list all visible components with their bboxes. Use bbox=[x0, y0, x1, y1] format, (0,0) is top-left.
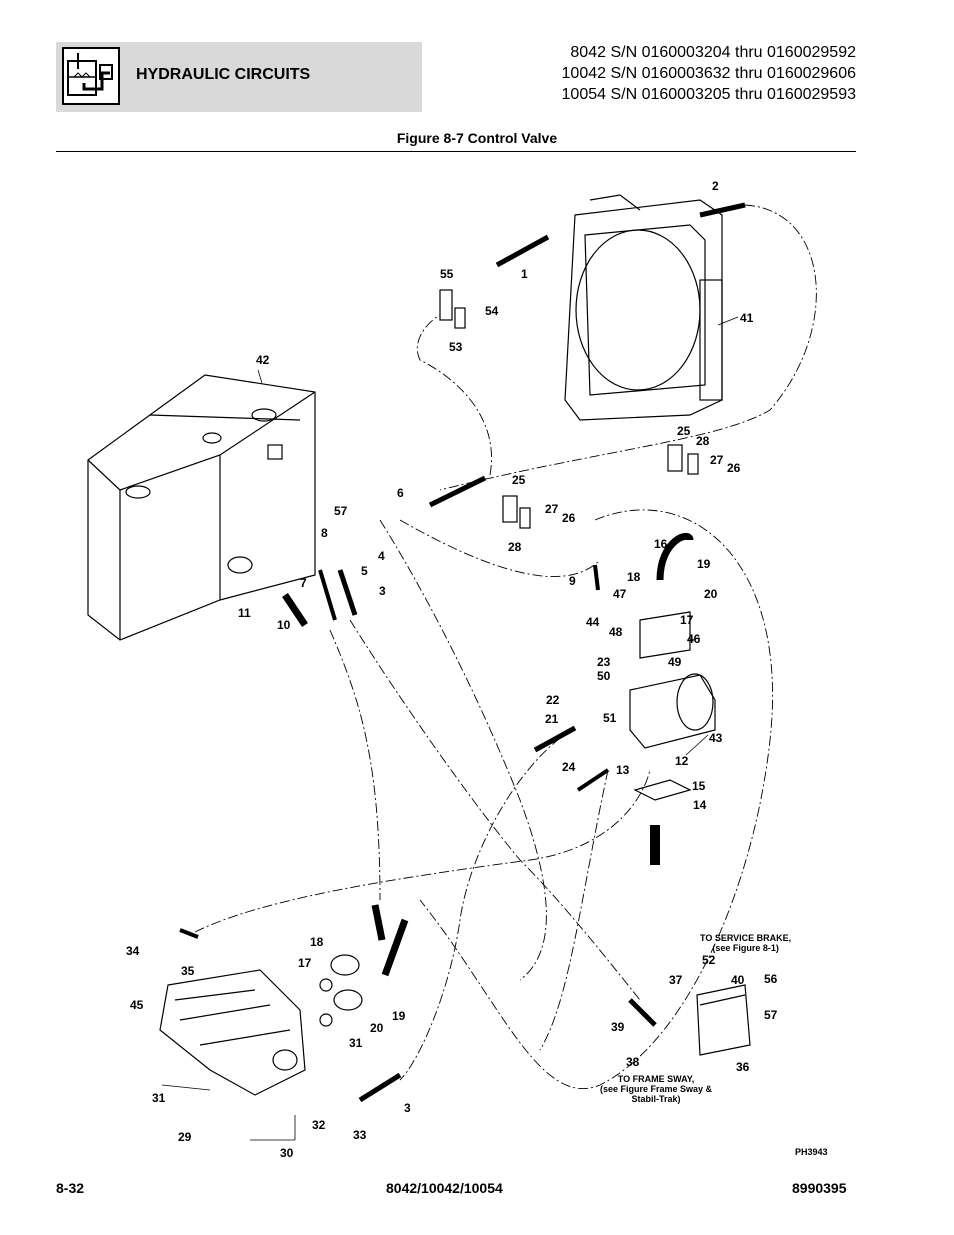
figure-title: Figure 8-7 Control Valve bbox=[396, 130, 558, 146]
callout-label: 27 bbox=[710, 453, 724, 467]
callout-label: 22 bbox=[546, 693, 560, 707]
callout-label: 20 bbox=[704, 587, 718, 601]
callout-label: 19 bbox=[697, 557, 711, 571]
service-brake-note-line: TO SERVICE BRAKE, bbox=[700, 933, 792, 943]
callout-label: 6 bbox=[397, 486, 404, 500]
service-brake-note-line: (see Figure 8-1) bbox=[712, 943, 779, 953]
callout-label: 31 bbox=[349, 1036, 363, 1050]
callout-label: 3 bbox=[379, 584, 386, 598]
callout-label: 31 bbox=[152, 1091, 166, 1105]
serial-range-10054: 10054 S/N 0160003205 thru 0160029593 bbox=[561, 86, 856, 103]
callout-label: 45 bbox=[130, 998, 144, 1012]
callout-label: 23 bbox=[597, 655, 611, 669]
callout-label: 5 bbox=[361, 564, 368, 578]
callout-label: 7 bbox=[300, 576, 307, 590]
callout-label: 50 bbox=[597, 669, 611, 683]
callout-label: 57 bbox=[764, 1008, 778, 1022]
callout-label: 49 bbox=[668, 655, 682, 669]
callout-label: 1 bbox=[521, 267, 528, 281]
callout-label: 20 bbox=[370, 1021, 384, 1035]
callout-label: 40 bbox=[731, 973, 745, 987]
service-brake-note: TO SERVICE BRAKE, (see Figure 8-1) bbox=[700, 933, 791, 953]
callout-label: 36 bbox=[736, 1060, 750, 1074]
frame-sway-note-line: Stabil-Trak) bbox=[631, 1094, 681, 1104]
callout-label: 32 bbox=[312, 1118, 326, 1132]
frame-sway-note: TO FRAME SWAY, (see Figure Frame Sway & … bbox=[600, 1074, 712, 1104]
callout-label: 51 bbox=[603, 711, 617, 725]
callout-label: 15 bbox=[692, 779, 706, 793]
callout-label: 29 bbox=[178, 1130, 192, 1144]
callout-label: 27 bbox=[545, 502, 559, 516]
callout-label: 17 bbox=[680, 613, 694, 627]
callout-label: 35 bbox=[181, 964, 195, 978]
callout-label: 39 bbox=[611, 1020, 625, 1034]
hydraulic-circuit-icon bbox=[62, 47, 120, 105]
model-numbers: 8042/10042/10054 bbox=[386, 1180, 503, 1196]
callout-label: 25 bbox=[512, 473, 526, 487]
callout-label: 28 bbox=[696, 434, 710, 448]
callout-label: 43 bbox=[709, 731, 723, 745]
callout-label: 17 bbox=[298, 956, 312, 970]
callout-label: 24 bbox=[562, 760, 576, 774]
callout-label: 38 bbox=[626, 1055, 640, 1069]
callout-label: 56 bbox=[764, 972, 778, 986]
document-number: 8990395 bbox=[792, 1180, 847, 1196]
callout-label: 10 bbox=[277, 618, 291, 632]
callout-label: 12 bbox=[675, 754, 689, 768]
callout-label: 26 bbox=[562, 511, 576, 525]
serial-range-10042: 10042 S/N 0160003632 thru 0160029606 bbox=[561, 65, 856, 82]
callout-label: 11 bbox=[238, 606, 251, 620]
frame-sway-note-line: (see Figure Frame Sway & bbox=[600, 1084, 713, 1094]
callout-label: 14 bbox=[693, 798, 707, 812]
section-title: HYDRAULIC CIRCUITS bbox=[136, 66, 311, 83]
callout-label: 44 bbox=[586, 615, 600, 629]
callout-label: 37 bbox=[669, 973, 683, 987]
callout-label: 9 bbox=[569, 574, 576, 588]
frame-sway-note-line: TO FRAME SWAY, bbox=[617, 1074, 695, 1084]
photo-id: PH3943 bbox=[795, 1147, 828, 1157]
serial-range-8042: 8042 S/N 0160003204 thru 0160029592 bbox=[570, 44, 856, 61]
callout-label: 47 bbox=[613, 587, 627, 601]
callout-label: 53 bbox=[449, 340, 463, 354]
callout-label: 42 bbox=[256, 353, 270, 367]
callout-label: 4 bbox=[378, 549, 385, 563]
callout-label: 54 bbox=[485, 304, 499, 318]
callout-label: 16 bbox=[654, 537, 668, 551]
header-rule bbox=[56, 151, 856, 152]
callout-label: 57 bbox=[334, 504, 348, 518]
callout-label: 21 bbox=[545, 712, 559, 726]
callout-label: 48 bbox=[609, 625, 623, 639]
callout-label: 3 bbox=[404, 1101, 411, 1115]
callout-label: 28 bbox=[508, 540, 522, 554]
callout-label: 19 bbox=[392, 1009, 406, 1023]
callout-label: 41 bbox=[740, 311, 754, 325]
callout-label: 25 bbox=[677, 424, 691, 438]
serial-number-ranges: 8042 S/N 0160003204 thru 0160029592 1004… bbox=[562, 42, 856, 105]
callout-label: 33 bbox=[353, 1128, 367, 1142]
callout-label: 34 bbox=[126, 944, 140, 958]
callout-label: 26 bbox=[727, 461, 741, 475]
callout-label: 55 bbox=[440, 267, 454, 281]
callout-label: 18 bbox=[310, 935, 324, 949]
control-valve-illustration bbox=[87, 194, 817, 1141]
callout-label: 8 bbox=[321, 526, 328, 540]
page-number: 8-32 bbox=[56, 1180, 85, 1196]
callout-label: 46 bbox=[687, 632, 701, 646]
callout-label: 52 bbox=[702, 953, 716, 967]
callout-label: 18 bbox=[627, 570, 641, 584]
callout-label: 13 bbox=[616, 763, 630, 777]
callout-label: 2 bbox=[712, 179, 719, 193]
callout-label: 30 bbox=[280, 1146, 294, 1160]
